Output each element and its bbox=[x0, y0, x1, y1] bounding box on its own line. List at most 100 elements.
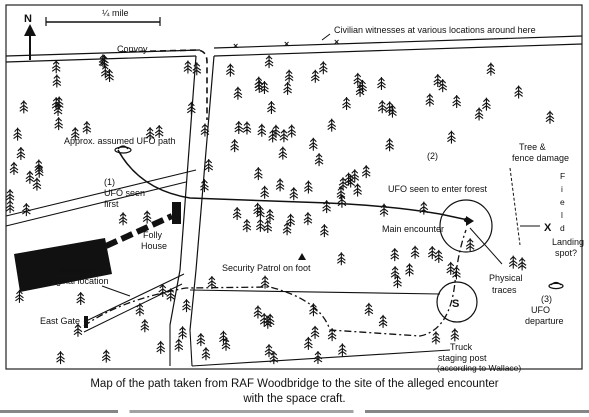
tree-icon bbox=[425, 93, 435, 107]
tree-damage-1: Tree & bbox=[519, 142, 546, 152]
tree-icon bbox=[517, 257, 527, 271]
tree-damage-2: fence damage bbox=[512, 153, 569, 163]
civilian-witnesses-label: Civilian witnesses at various locations … bbox=[334, 25, 536, 35]
tree-icon bbox=[174, 338, 184, 352]
tree-icon bbox=[390, 266, 400, 280]
tree-icon bbox=[377, 76, 386, 90]
svg-text:×: × bbox=[233, 41, 238, 51]
road-convoy-north bbox=[5, 49, 201, 57]
tree-icon bbox=[474, 107, 484, 121]
tree-icon bbox=[419, 201, 429, 215]
physical-traces-2: traces bbox=[492, 285, 517, 295]
tree-icon bbox=[278, 146, 288, 160]
tree-icon bbox=[313, 350, 323, 364]
tree-icon bbox=[13, 127, 22, 141]
tree-icon bbox=[344, 172, 353, 186]
tree-icon bbox=[19, 100, 29, 114]
landing-label-2: spot? bbox=[555, 248, 577, 258]
tree-icon bbox=[434, 249, 444, 263]
departure-2: UFO bbox=[531, 305, 550, 315]
tree-icon bbox=[200, 179, 209, 193]
convoy-label: Convoy bbox=[117, 44, 148, 54]
tree-icon bbox=[5, 189, 15, 203]
tree-icon bbox=[265, 313, 275, 327]
main-encounter-label: Main encounter bbox=[382, 224, 444, 234]
tree-icon bbox=[452, 94, 461, 108]
tree-icon bbox=[310, 69, 320, 83]
tree-icon bbox=[118, 212, 128, 226]
caption-line-1: Map of the path taken from RAF Woodbridg… bbox=[90, 378, 499, 390]
tree-icon bbox=[314, 153, 324, 167]
witness-label-1: Witness's bbox=[59, 265, 98, 275]
tree-icon bbox=[54, 96, 64, 110]
tree-icon bbox=[431, 331, 441, 345]
field-i: i bbox=[561, 184, 563, 194]
map-border bbox=[5, 4, 583, 370]
tree-icon bbox=[70, 127, 80, 141]
folly-label-1: Folly bbox=[143, 230, 163, 240]
tree-icon bbox=[267, 100, 276, 114]
east-gate-road-north bbox=[83, 273, 185, 323]
runway-block bbox=[14, 238, 112, 292]
east-gate-label: East Gate bbox=[40, 316, 80, 326]
tree-icon bbox=[156, 340, 166, 354]
patrol-marker-icon bbox=[298, 253, 306, 260]
tree-icon bbox=[338, 343, 347, 357]
tree-icon bbox=[318, 61, 328, 75]
tree-icon bbox=[257, 123, 267, 137]
tree-icon bbox=[275, 178, 285, 192]
tree-icon bbox=[446, 261, 456, 275]
east-gate-road-south bbox=[83, 283, 183, 333]
tree-icon bbox=[388, 104, 397, 118]
tree-icon bbox=[254, 79, 264, 93]
tree-icon bbox=[100, 54, 109, 68]
tree-icon bbox=[25, 170, 35, 184]
north-label: N bbox=[24, 13, 32, 25]
tree-icon bbox=[73, 323, 83, 337]
departure-1: (3) bbox=[541, 294, 552, 304]
field-l: l bbox=[561, 210, 563, 220]
tree-icon bbox=[508, 255, 518, 269]
tree-icon bbox=[234, 120, 244, 134]
tree-icon bbox=[100, 65, 110, 79]
ufo-seen-first-2: UFO seen bbox=[104, 188, 145, 198]
tree-icon bbox=[56, 351, 65, 365]
tree-icon bbox=[378, 314, 388, 328]
tree-icon bbox=[427, 246, 437, 260]
tree-icon bbox=[16, 146, 26, 160]
tree-icon bbox=[154, 125, 164, 139]
tree-icon bbox=[15, 289, 24, 303]
tree-icon bbox=[9, 161, 19, 175]
tree-icon bbox=[254, 167, 263, 181]
perimeter-road-south bbox=[5, 181, 187, 227]
tree-icon bbox=[260, 81, 269, 95]
tree-icon bbox=[283, 81, 292, 95]
tree-icon bbox=[405, 263, 414, 277]
tree-icon bbox=[336, 186, 346, 200]
tree-icon bbox=[264, 55, 274, 69]
tree-icon bbox=[327, 118, 337, 132]
tree-icon bbox=[140, 319, 150, 333]
tree-icon bbox=[201, 347, 211, 361]
tree-icon bbox=[514, 85, 523, 99]
truck-label-2: staging post bbox=[438, 353, 487, 363]
tree-icon bbox=[303, 212, 313, 226]
tree-icon bbox=[32, 177, 42, 191]
tree-icon bbox=[438, 79, 448, 93]
tree-icon bbox=[260, 275, 270, 289]
tree-icon bbox=[221, 337, 231, 351]
fence-line bbox=[509, 167, 521, 246]
tree-icon bbox=[350, 169, 360, 183]
tree-icon bbox=[338, 177, 348, 191]
scale-label: ¼ mile bbox=[102, 8, 129, 18]
witness-pointer bbox=[101, 285, 131, 297]
enter-forest-1: (2) bbox=[427, 151, 438, 161]
tree-icon bbox=[233, 86, 243, 100]
tree-icon bbox=[145, 127, 155, 141]
tree-icon bbox=[284, 69, 294, 83]
tree-icon bbox=[51, 60, 61, 74]
folly-label-2: House bbox=[141, 241, 167, 251]
tree-icon bbox=[253, 202, 262, 216]
main-road-west bbox=[169, 55, 197, 326]
